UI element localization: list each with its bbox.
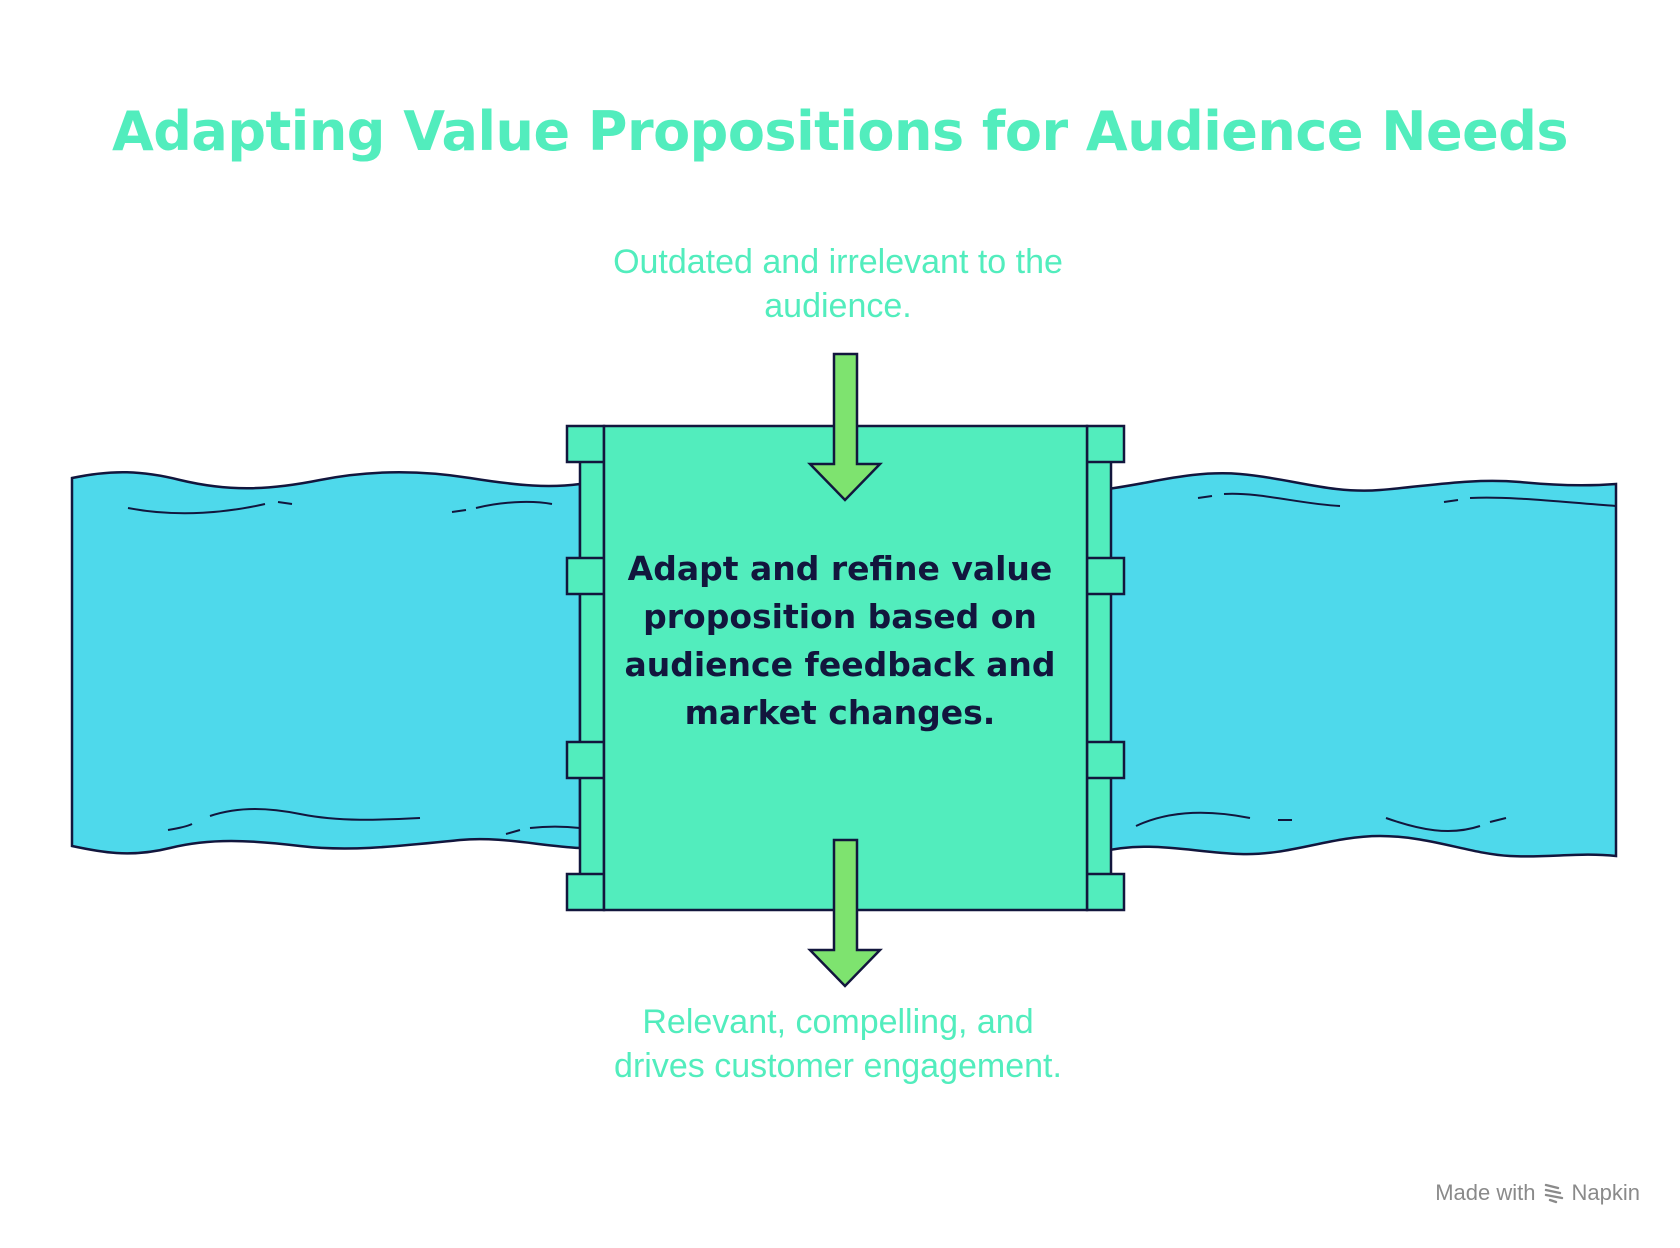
ripple-right-7 xyxy=(1385,817,1481,832)
ripple-left-4 xyxy=(475,500,553,509)
ripple-left-1 xyxy=(127,503,266,515)
ripple-left-6 xyxy=(209,808,421,821)
ripple-right-3 xyxy=(1443,499,1459,503)
post-left xyxy=(578,456,606,880)
input-label: Outdated and irrelevant to the audience. xyxy=(613,243,1063,325)
post-right xyxy=(1085,456,1113,880)
river-left xyxy=(70,470,582,855)
ripple-right-4 xyxy=(1469,496,1617,507)
output-arrow xyxy=(807,838,883,988)
river-right xyxy=(1098,472,1618,858)
post-left-cap-3 xyxy=(565,740,606,780)
ripple-right-5 xyxy=(1135,811,1251,827)
ripple-left-8 xyxy=(529,825,581,829)
post-left-cap-2 xyxy=(565,556,606,596)
made-with-footer[interactable]: Made with Napkin xyxy=(1435,1180,1640,1206)
ripple-left-3 xyxy=(451,509,467,513)
post-right-cap-2 xyxy=(1085,556,1126,596)
process-box xyxy=(602,424,1089,912)
ripple-right-2 xyxy=(1223,492,1341,507)
post-right-cap-1 xyxy=(1085,424,1126,464)
ripple-right-1 xyxy=(1197,495,1213,499)
ripple-left-2 xyxy=(277,501,293,505)
post-right-cap-4 xyxy=(1085,872,1126,912)
ripple-right-8 xyxy=(1489,817,1507,823)
post-right-cap-3 xyxy=(1085,740,1126,780)
ripple-left-7 xyxy=(505,829,521,835)
post-left-cap-1 xyxy=(565,424,606,464)
output-label: Relevant, compelling, and drives custome… xyxy=(614,1003,1062,1085)
ripple-left-5 xyxy=(167,823,193,831)
post-left-cap-4 xyxy=(565,872,606,912)
napkin-brand-text: Napkin xyxy=(1571,1180,1640,1205)
input-arrow xyxy=(807,352,883,502)
napkin-logo-icon xyxy=(1544,1183,1563,1204)
process-label: Adapt and refine value proposition based… xyxy=(624,549,1056,732)
title: Adapting Value Propositions for Audience… xyxy=(111,100,1569,163)
made-with-text: Made with xyxy=(1435,1180,1536,1205)
